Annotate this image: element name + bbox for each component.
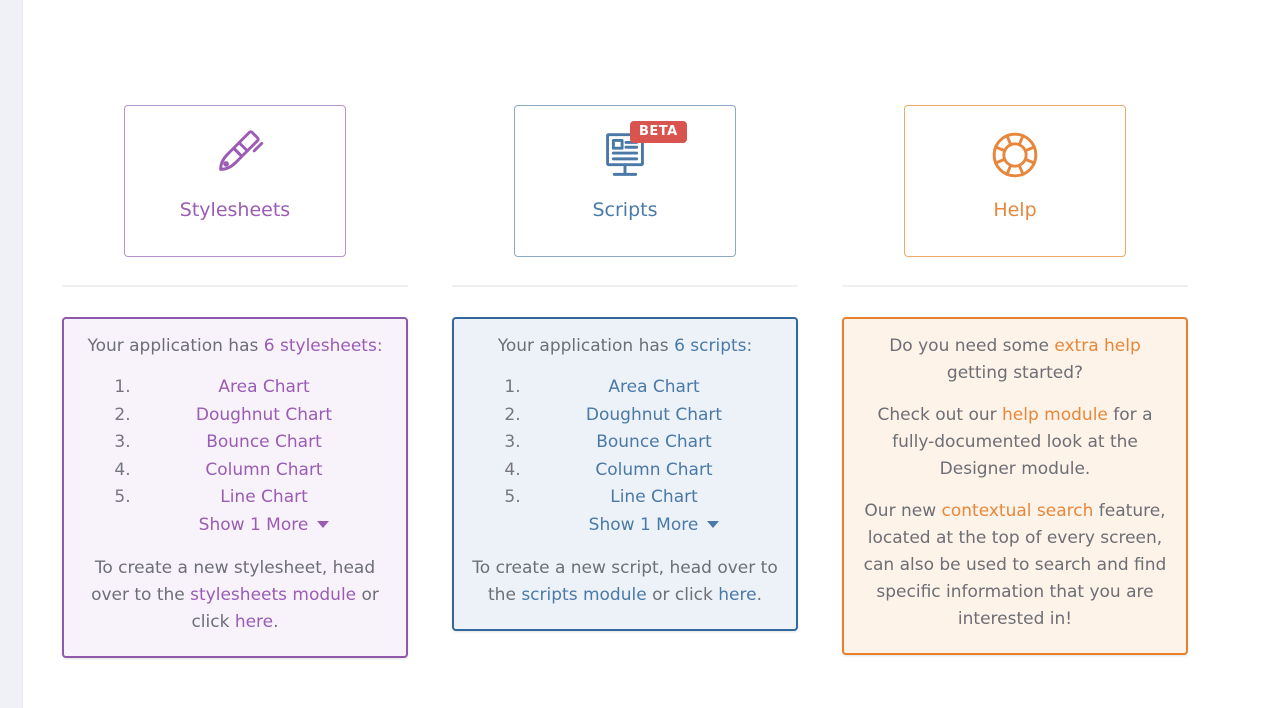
stylesheets-list: Area Chart Doughnut Chart Bounce Chart C…	[78, 374, 392, 512]
list-item: Line Chart	[526, 484, 782, 512]
stylesheet-link[interactable]: Area Chart	[218, 377, 310, 397]
intro-text: Your application has	[497, 336, 675, 356]
script-link[interactable]: Area Chart	[608, 377, 700, 397]
stylesheets-show-more[interactable]: Show 1 More	[136, 512, 392, 540]
lifebuoy-icon	[992, 132, 1038, 178]
help-module-link[interactable]: help module	[1002, 405, 1108, 425]
scripts-count-link[interactable]: 6 scripts:	[674, 336, 753, 356]
help-text: Check out our	[877, 405, 1003, 425]
scripts-list: Area Chart Doughnut Chart Bounce Chart C…	[468, 374, 782, 512]
list-item: Bounce Chart	[136, 429, 392, 457]
help-text: feature, located at the top of every scr…	[863, 501, 1167, 629]
intro-text: Your application has	[87, 336, 264, 356]
list-item: Area Chart	[136, 374, 392, 402]
scripts-intro: Your application has 6 scripts:	[468, 333, 782, 360]
scripts-footer: To create a new script, head over to the…	[468, 555, 782, 609]
help-panel: Do you need some extra help getting star…	[842, 317, 1188, 655]
column-divider	[452, 285, 798, 287]
help-text: for a fully-documented look at the Desig…	[892, 405, 1153, 479]
list-item: Area Chart	[526, 374, 782, 402]
scripts-panel: Your application has 6 scripts: Area Cha…	[452, 317, 798, 631]
help-column: Help Do you need some extra help getting…	[842, 105, 1188, 658]
scripts-column: Scripts BETA Your application has 6 scri…	[452, 105, 798, 658]
footer-text: To create a new script, head over to the	[472, 558, 778, 605]
column-divider	[842, 285, 1188, 287]
help-paragraph: Check out our help module for a fully-do…	[858, 402, 1172, 483]
scripts-card-label: Scripts	[592, 199, 658, 221]
help-card[interactable]: Help	[904, 105, 1126, 257]
scripts-show-more[interactable]: Show 1 More	[526, 512, 782, 540]
script-link[interactable]: Bounce Chart	[596, 432, 712, 452]
paintbrush-icon	[219, 130, 264, 171]
stylesheets-footer: To create a new stylesheet, head over to…	[78, 555, 392, 636]
column-divider	[62, 285, 408, 287]
stylesheets-card[interactable]: Stylesheets	[124, 105, 346, 257]
chevron-down-icon	[707, 521, 720, 528]
stylesheets-intro: Your application has 6 stylesheets:	[78, 333, 392, 360]
show-more-label: Show 1 More	[198, 514, 309, 535]
script-link[interactable]: Line Chart	[610, 487, 698, 507]
help-card-label: Help	[993, 199, 1037, 221]
list-item: Line Chart	[136, 484, 392, 512]
list-item: Column Chart	[136, 457, 392, 485]
footer-text: .	[273, 612, 279, 632]
scripts-card[interactable]: Scripts BETA	[514, 105, 736, 257]
list-item: Doughnut Chart	[526, 402, 782, 430]
stylesheets-module-link[interactable]: stylesheets module	[190, 585, 357, 605]
footer-text: or click	[191, 585, 379, 632]
chevron-down-icon	[317, 521, 330, 528]
stylesheets-column: Stylesheets Your application has 6 style…	[62, 105, 408, 658]
stylesheets-card-label: Stylesheets	[179, 199, 291, 221]
list-item: Doughnut Chart	[136, 402, 392, 430]
extra-help-link[interactable]: extra help	[1054, 336, 1141, 356]
scripts-here-link[interactable]: here	[718, 585, 757, 605]
footer-text: .	[756, 585, 762, 605]
stylesheet-link[interactable]: Line Chart	[220, 487, 308, 507]
help-paragraph: Do you need some extra help getting star…	[858, 333, 1172, 387]
help-text: Do you need some	[889, 336, 1055, 356]
help-paragraph: Our new contextual search feature, locat…	[858, 498, 1172, 633]
list-item: Column Chart	[526, 457, 782, 485]
footer-text: To create a new stylesheet, head over to…	[91, 558, 376, 605]
beta-badge: BETA	[630, 121, 687, 143]
script-link[interactable]: Column Chart	[595, 459, 713, 480]
list-item: Bounce Chart	[526, 429, 782, 457]
stylesheet-link[interactable]: Doughnut Chart	[195, 404, 333, 425]
dashboard-columns: Stylesheets Your application has 6 style…	[62, 0, 1188, 658]
left-sidebar-edge	[0, 0, 23, 708]
contextual-search-link[interactable]: contextual search	[941, 501, 1094, 521]
help-text: Our new	[864, 501, 942, 521]
show-more-label: Show 1 More	[588, 514, 699, 535]
stylesheets-count-link[interactable]: 6 stylesheets:	[263, 336, 383, 356]
help-text: getting started?	[946, 363, 1084, 383]
stylesheets-panel: Your application has 6 stylesheets: Area…	[62, 317, 408, 658]
footer-text: or click	[646, 585, 719, 605]
stylesheet-link[interactable]: Bounce Chart	[206, 432, 322, 452]
script-link[interactable]: Doughnut Chart	[585, 404, 723, 425]
scripts-module-link[interactable]: scripts module	[521, 585, 647, 605]
stylesheets-here-link[interactable]: here	[234, 612, 274, 632]
stylesheet-link[interactable]: Column Chart	[205, 459, 323, 480]
